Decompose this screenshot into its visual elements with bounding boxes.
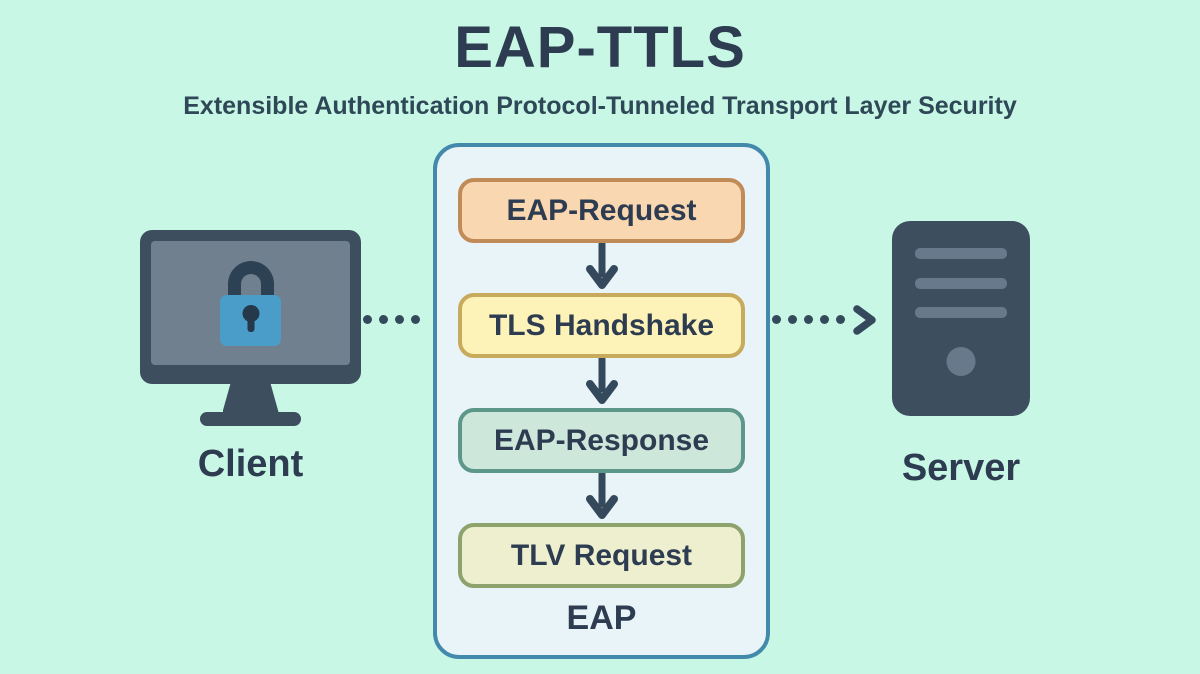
keyhole-icon <box>242 304 259 322</box>
lock-shackle <box>227 260 274 302</box>
dot <box>804 315 813 324</box>
dot <box>820 315 829 324</box>
step-label: EAP-Response <box>493 423 710 457</box>
step-tls-handshake: TLS Handshake <box>458 293 745 358</box>
monitor-base <box>200 412 301 426</box>
client-node: Client <box>140 230 361 486</box>
dot <box>411 315 420 324</box>
down-arrow-icon <box>585 473 618 519</box>
tunnel-to-server-dotted-line <box>772 315 845 324</box>
page-subtitle: Extensible Authentication Protocol-Tunne… <box>183 92 1017 120</box>
server-node: Server <box>892 221 1030 490</box>
page-title: EAP-TTLS <box>454 15 746 80</box>
client-to-tunnel-dotted-line <box>363 315 420 324</box>
dot <box>836 315 845 324</box>
server-label: Server <box>901 447 1021 489</box>
step-eap-request: EAP-Request <box>458 178 745 243</box>
right-arrowhead-icon <box>853 305 876 335</box>
server-slot <box>915 307 1007 318</box>
dot <box>363 315 372 324</box>
dot <box>395 315 404 324</box>
dot <box>379 315 388 324</box>
keyhole-stem <box>247 316 254 332</box>
server-icon <box>892 221 1030 416</box>
step-label: EAP-Request <box>506 193 697 227</box>
lock-body <box>220 294 281 346</box>
server-slot <box>915 248 1007 259</box>
lock-icon <box>220 260 281 346</box>
tunnel-label: EAP <box>566 599 637 637</box>
monitor-stand <box>222 384 279 412</box>
server-led <box>946 347 976 376</box>
step-eap-response: EAP-Response <box>458 408 745 473</box>
monitor-icon <box>140 230 361 384</box>
monitor-screen <box>151 241 350 365</box>
dot <box>772 315 781 324</box>
down-arrow-icon <box>585 243 618 289</box>
eap-tunnel-panel: EAP-Request TLS Handshake EAP-Response T… <box>433 143 770 659</box>
step-tlv-request: TLV Request <box>458 523 745 588</box>
step-label: TLS Handshake <box>488 308 715 342</box>
server-slot <box>915 278 1007 289</box>
down-arrow-icon <box>585 358 618 404</box>
client-label: Client <box>197 443 304 485</box>
dot <box>788 315 797 324</box>
step-label: TLV Request <box>510 538 693 572</box>
